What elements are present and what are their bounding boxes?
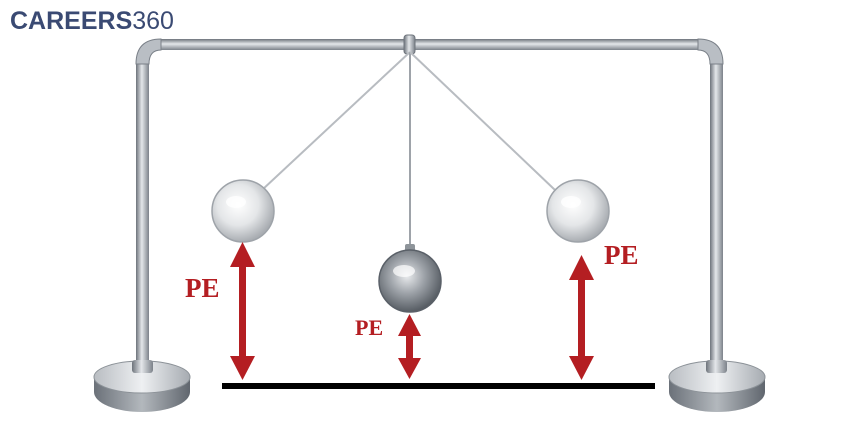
pe-label-center: PE — [355, 315, 383, 340]
right-base — [668, 360, 766, 412]
left-pe-arrow — [230, 242, 255, 380]
center-pe-arrow — [398, 314, 421, 379]
right-pe-arrow — [569, 255, 594, 380]
frame-right-corner — [697, 38, 724, 65]
frame-left-corner — [135, 38, 162, 65]
center-ball-cap — [405, 244, 415, 251]
frame-right-post — [710, 62, 723, 367]
careers360-logo: CAREERS360 — [10, 7, 174, 35]
logo-brand: CAREERS — [10, 7, 132, 35]
logo-number: 360 — [132, 7, 174, 35]
left-string — [261, 51, 411, 191]
right-ball — [546, 179, 610, 243]
left-ball — [211, 179, 275, 243]
center-ball — [378, 249, 442, 313]
left-base — [93, 360, 191, 412]
pe-label-left: PE — [185, 273, 220, 303]
frame-left-post — [136, 62, 149, 367]
ground-line — [222, 383, 655, 389]
right-string — [409, 51, 556, 191]
frame-top-bar — [160, 39, 700, 50]
pe-label-right: PE — [604, 240, 639, 270]
pivot-clamp — [403, 34, 416, 55]
